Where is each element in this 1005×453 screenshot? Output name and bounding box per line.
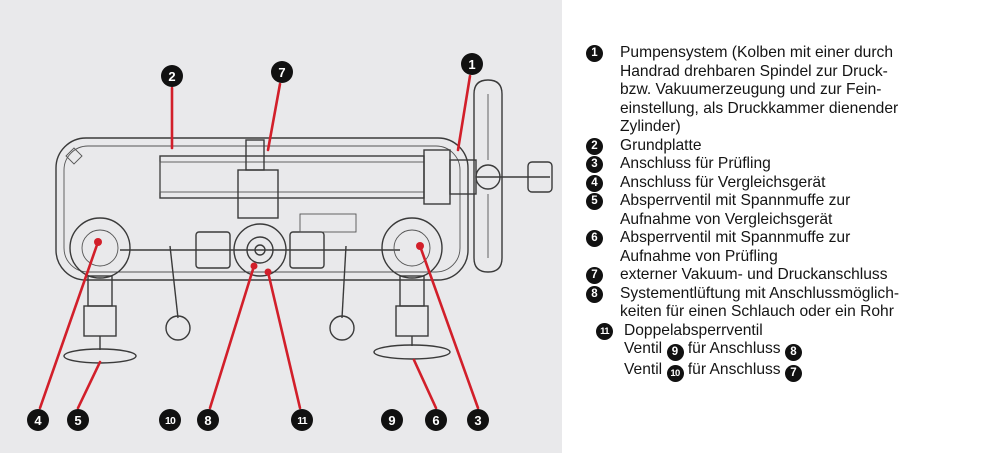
legend-sub-port-badge: 8 — [784, 344, 802, 361]
svg-text:3: 3 — [474, 413, 481, 428]
legend-text: Anschluss für Prüfling — [620, 155, 771, 172]
legend-sub-middle: für Anschluss — [687, 340, 781, 357]
svg-text:7: 7 — [278, 65, 285, 80]
legend-item-11: 11 Doppelabsperrventil — [584, 322, 994, 341]
svg-text:11: 11 — [297, 415, 307, 427]
legend-item-7: 7 externer Vakuum- und Druckanschluss — [584, 266, 994, 285]
legend-sub-valve-badge: 9 — [666, 344, 684, 361]
legend-text: Grundplatte — [620, 136, 702, 154]
legend-sub-valve-badge: 10 — [666, 365, 684, 382]
svg-text:8: 8 — [204, 413, 211, 428]
legend-sub-middle: für Anschluss — [687, 361, 781, 378]
legend-sub-port-badge: 7 — [784, 365, 802, 382]
legend-text: Handrad drehbaren Spindel zur Druck- — [620, 62, 888, 80]
svg-text:10: 10 — [165, 415, 176, 427]
valve-stems — [165, 245, 355, 341]
right-shutoff-valve — [373, 217, 451, 360]
legend-text: Absperrventil mit Spannmuffe zur — [620, 229, 851, 246]
legend-item-4: 4 Anschluss für Vergleichsgerät — [584, 174, 994, 193]
callout-9: 9 — [381, 409, 403, 431]
svg-text:9: 9 — [388, 413, 395, 428]
legend-text: externer Vakuum- und Druckanschluss — [620, 266, 888, 283]
legend-text: Systementlüftung mit Anschlussmöglich- — [620, 284, 900, 302]
callout-7: 7 — [271, 61, 293, 83]
svg-text:5: 5 — [74, 413, 81, 428]
legend-badge: 1 — [586, 45, 603, 62]
callout-5: 5 — [67, 409, 89, 431]
legend-text: bzw. Vakuumerzeugung und zur Fein- — [620, 81, 882, 98]
callout-6: 6 — [425, 409, 447, 431]
legend-badge: 6 — [586, 230, 603, 247]
legend-subitem-valve-10: Ventil 10 für Anschluss 7 — [584, 361, 994, 382]
legend-sub-prefix: Ventil — [624, 361, 663, 378]
pump-diagram: 2 7 1 4 5 10 8 11 — [27, 53, 553, 431]
legend-text: Absperrventil mit Spannmuffe zur — [620, 192, 851, 209]
callout-1: 1 — [461, 53, 483, 75]
legend-subitem-valve-9: Ventil 9 für Anschluss 8 — [584, 340, 994, 361]
legend-badge: 4 — [586, 174, 603, 192]
handwheel — [473, 79, 503, 273]
legend-item-3: 3 Anschluss für Prüfling — [584, 155, 994, 174]
legend-text: einstellung, als Druckkammer dienender — [620, 99, 899, 117]
legend-sub-prefix: Ventil — [624, 340, 663, 357]
legend-text: keiten für einen Schlauch oder ein Rohr — [620, 303, 894, 320]
callout-4: 4 — [27, 409, 49, 431]
svg-text:1: 1 — [468, 57, 475, 72]
legend-text: Doppelabsperrventil — [624, 321, 763, 339]
callout-3: 3 — [467, 409, 489, 431]
legend-badge: 2 — [586, 137, 603, 155]
svg-text:6: 6 — [432, 413, 439, 428]
external-connector — [237, 139, 279, 219]
legend-badge: 7 — [586, 267, 603, 284]
legend-item-5: 5 Absperrventil mit Spannmuffe zur Aufna… — [584, 192, 994, 229]
legend-item-6: 6 Absperrventil mit Spannmuffe zur Aufna… — [584, 229, 994, 266]
legend: 1 Pumpensystem (Kolben mit einer durch H… — [584, 44, 994, 382]
callout-11: 11 — [291, 409, 313, 431]
svg-text:4: 4 — [34, 413, 42, 428]
legend-text: Zylinder) — [620, 118, 681, 135]
legend-text: Aufnahme von Vergleichsgerät — [620, 210, 833, 228]
legend-badge: 5 — [586, 193, 603, 210]
callout-2: 2 — [161, 65, 183, 87]
legend-badge: 11 — [596, 322, 613, 340]
legend-item-2: 2 Grundplatte — [584, 137, 994, 156]
svg-text:2: 2 — [168, 69, 175, 84]
legend-text: Pumpensystem (Kolben mit einer durch — [620, 44, 894, 61]
legend-item-8: 8 Systementlüftung mit Anschlussmöglich-… — [584, 285, 994, 322]
legend-item-1: 1 Pumpensystem (Kolben mit einer durch H… — [584, 44, 994, 137]
leader-lines — [38, 74, 480, 410]
legend-badge: 3 — [586, 156, 603, 173]
legend-text: Anschluss für Vergleichsgerät — [620, 173, 826, 191]
base-plate — [55, 137, 469, 281]
callout-8: 8 — [197, 409, 219, 431]
central-valve-block — [120, 213, 400, 277]
legend-text: Aufnahme von Prüfling — [620, 247, 778, 265]
pump-cylinder — [159, 149, 553, 205]
legend-badge: 8 — [586, 285, 603, 303]
callout-10: 10 — [159, 409, 181, 431]
